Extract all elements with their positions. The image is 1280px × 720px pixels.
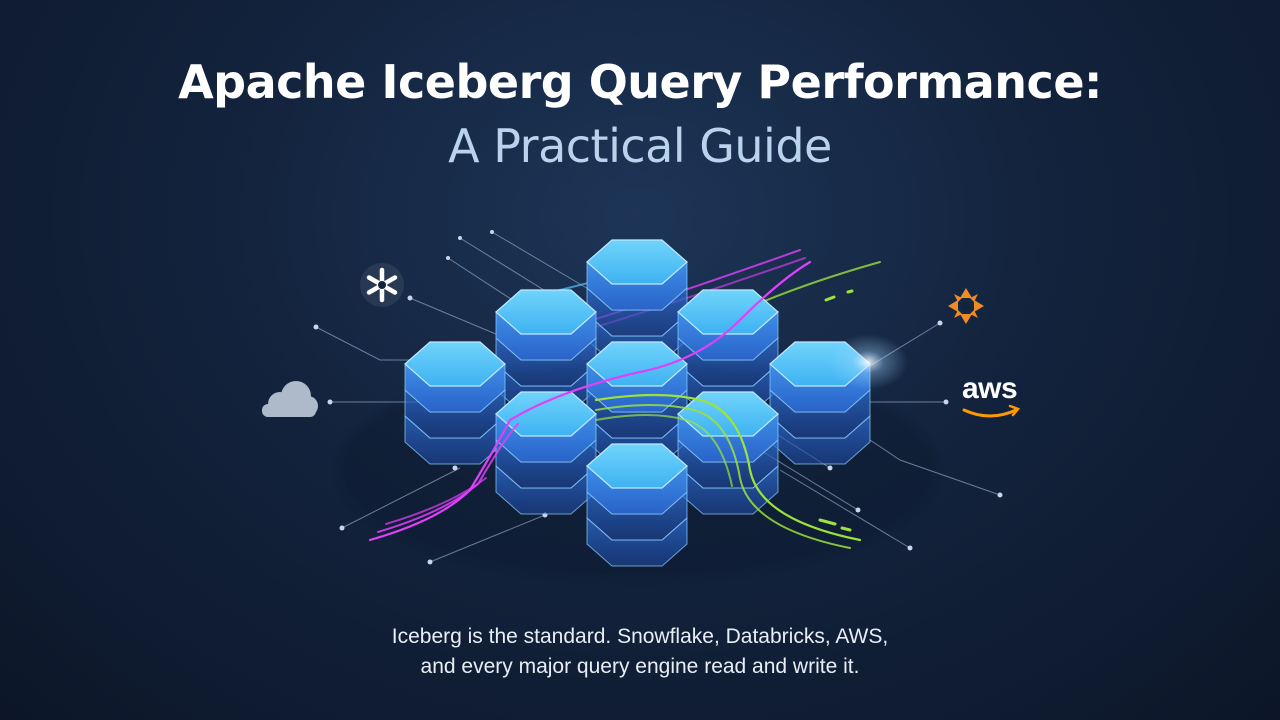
aws-logo-text: aws: [962, 372, 1018, 405]
cloud-icon: [262, 381, 318, 417]
aws-arrow-icon: [1008, 404, 1021, 417]
connector-dots: [313, 230, 1003, 565]
page-title: Apache Iceberg Query Performance:: [178, 55, 1102, 109]
hex-stack-6: [769, 341, 871, 465]
hex-stack-7: [495, 391, 597, 515]
aws-smile-icon: [962, 408, 1018, 418]
light-glare: [828, 334, 908, 390]
hex-stack-4: [404, 341, 506, 465]
databricks-icon: [948, 288, 984, 324]
hex-stacks: [404, 239, 871, 567]
hex-stack-9: [586, 443, 688, 567]
tagline-line-1: Iceberg is the standard. Snowflake, Data…: [391, 625, 889, 648]
tagline: Iceberg is the standard. Snowflake, Data…: [0, 622, 1280, 682]
snowflake-icon: [360, 263, 404, 307]
page-subtitle: A Practical Guide: [448, 119, 832, 173]
hex-stack-8: [677, 391, 779, 515]
data-streams-front: [368, 260, 862, 549]
tagline-line-2: and every major query engine read and wr…: [420, 655, 860, 678]
